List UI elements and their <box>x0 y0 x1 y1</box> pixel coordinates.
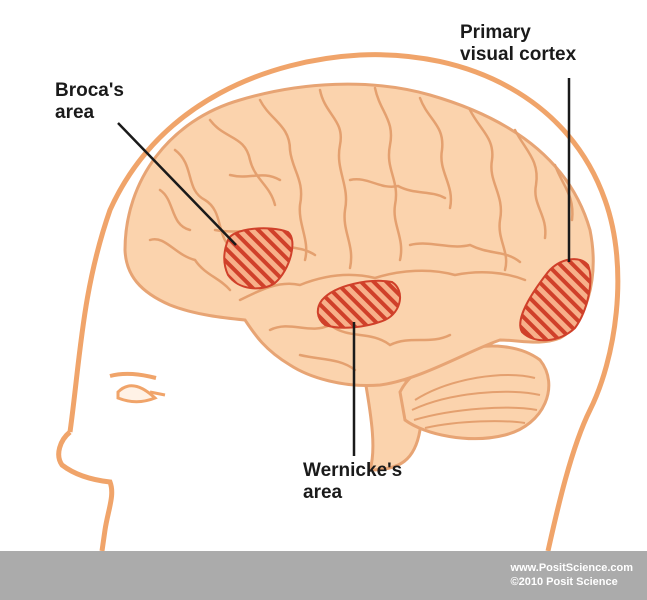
cerebellum <box>398 344 551 441</box>
footer-bar: www.PositScience.com ©2010 Posit Science <box>0 551 647 600</box>
broca-label-line-1: Broca's <box>55 80 124 101</box>
wernicke-area-label: Wernicke's area <box>303 460 402 504</box>
wernicke-label-line-2: area <box>303 482 343 503</box>
visual-label-line-1: Primary <box>460 22 531 43</box>
broca-leader-line <box>117 122 237 246</box>
face-profile <box>56 430 115 551</box>
visual-cortex-highlight <box>519 258 592 342</box>
wernicke-area-highlight <box>316 279 401 329</box>
brain-gyri <box>148 86 574 372</box>
broca-area-highlight <box>223 227 294 290</box>
visual-label-line-2: visual cortex <box>460 44 577 65</box>
footer-url: www.PositScience.com <box>510 562 633 574</box>
head-outline <box>67 52 621 551</box>
broca-label-line-2: area <box>55 102 95 123</box>
footer-copyright: ©2010 Posit Science <box>510 576 618 588</box>
brain-illustration <box>56 52 621 551</box>
wernicke-label-line-1: Wernicke's <box>303 460 403 481</box>
cerebrum <box>123 82 595 388</box>
footer-credits: www.PositScience.com ©2010 Posit Science <box>511 561 633 589</box>
visual-cortex-label: Primary visual cortex <box>460 22 576 66</box>
eye <box>109 371 166 404</box>
broca-area-label: Broca's area <box>55 80 124 124</box>
